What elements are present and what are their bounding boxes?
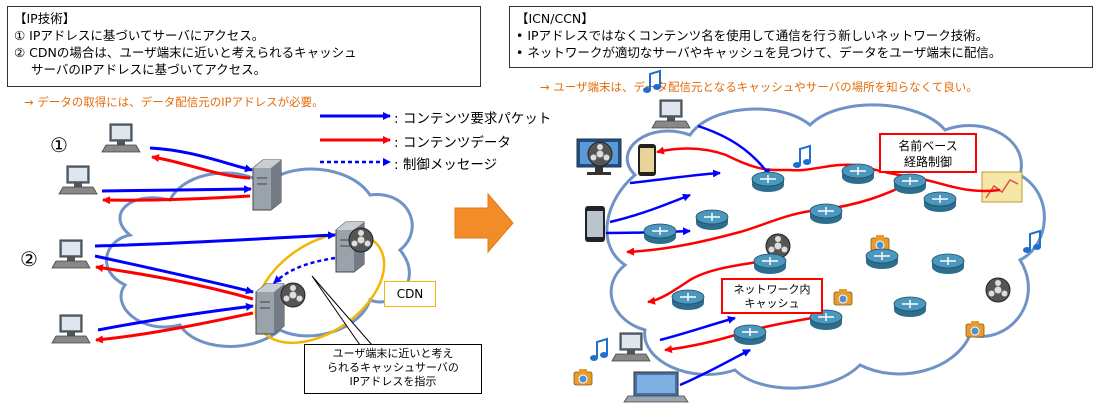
router-icon	[733, 324, 767, 346]
chart-thumbnail-icon	[981, 171, 1023, 203]
music-note-icon	[589, 338, 609, 362]
callout-line-3: IPアドレスを指示	[349, 375, 437, 388]
router-icon	[643, 223, 677, 245]
cache-server-callout: ユーザ端末に近いと考え られるキャッシュサーバの IPアドレスを指示	[304, 344, 482, 394]
cdn-cache-server	[255, 283, 285, 335]
in-network-cache-line-2: キャッシュ	[744, 297, 800, 310]
legend-control-label: : 制御メッセージ	[394, 157, 498, 173]
name-routing-line-1: 名前ベース	[898, 139, 958, 153]
name-routing-text: 名前ベース 経路制御	[882, 136, 974, 170]
user-terminal-2b	[51, 314, 91, 344]
ip-tech-box: 【IP技術】 ① IPアドレスに基づいてサーバにアクセス。 ② CDNの場合は、…	[7, 6, 481, 87]
router-icon	[931, 253, 965, 275]
in-network-cache-line-1: ネットワーク内	[733, 283, 811, 296]
ip-tech-line-1: ① IPアドレスに基づいてサーバにアクセス。	[14, 28, 265, 43]
smartphone-device	[638, 144, 656, 176]
legend-data-label: : コンテンツデータ	[394, 135, 511, 151]
user-terminal-2a	[51, 239, 91, 269]
film-reel-icon	[985, 277, 1011, 303]
router-icon	[809, 203, 843, 225]
callout-line-1: ユーザ端末に近いと考え	[332, 347, 454, 360]
smartphone-device	[585, 206, 605, 242]
in-network-cache-text: ネットワーク内 キャッシュ	[724, 281, 820, 311]
case-1-marker: ①	[50, 133, 68, 157]
router-icon	[893, 296, 927, 318]
film-reel-icon	[348, 227, 374, 253]
music-note-icon	[642, 70, 662, 94]
icn-header: 【ICN/CCN】	[516, 11, 594, 26]
router-icon	[695, 209, 729, 231]
router-icon	[865, 248, 899, 270]
ip-tech-header: 【IP技術】	[14, 11, 76, 26]
ip-tech-line-3: サーバのIPアドレスに基づいてアクセス。	[31, 62, 267, 77]
router-icon	[923, 191, 957, 213]
icn-line-1: • IPアドレスではなくコンテンツ名を使用して通信を行う新しいネットワーク技術。	[516, 28, 989, 43]
user-terminal	[651, 99, 691, 129]
router-icon	[753, 253, 787, 275]
legend-request-label: : コンテンツ要求パケット	[394, 111, 552, 127]
origin-server	[252, 159, 282, 211]
user-terminal-1b	[58, 165, 98, 195]
router-icon	[841, 163, 875, 185]
router-icon	[893, 173, 927, 195]
user-terminal-1a	[101, 123, 141, 153]
router-icon	[671, 289, 705, 311]
cdn-label: CDN	[384, 281, 436, 307]
film-reel-icon	[280, 282, 306, 308]
callout-line-2: られるキャッシュサーバの	[327, 361, 459, 374]
case-2-marker: ②	[20, 247, 38, 271]
transition-arrow	[454, 192, 514, 254]
ip-tech-line-2: ② CDNの場合は、ユーザ端末に近いと考えられるキャッシュ	[14, 45, 357, 60]
laptop-device	[623, 371, 689, 403]
ip-tech-note: → データの取得には、データ配信元のIPアドレスが必要。	[24, 95, 324, 109]
name-routing-line-2: 経路制御	[903, 155, 952, 169]
icn-box: 【ICN/CCN】 • IPアドレスではなくコンテンツ名を使用して通信を行う新し…	[509, 6, 1093, 68]
router-icon	[751, 171, 785, 193]
film-reel-icon	[587, 141, 613, 167]
camera-icon	[573, 368, 593, 386]
icn-line-2: • ネットワークが適切なサーバやキャッシュを見つけて、データをユーザ端末に配信。	[516, 45, 1002, 60]
